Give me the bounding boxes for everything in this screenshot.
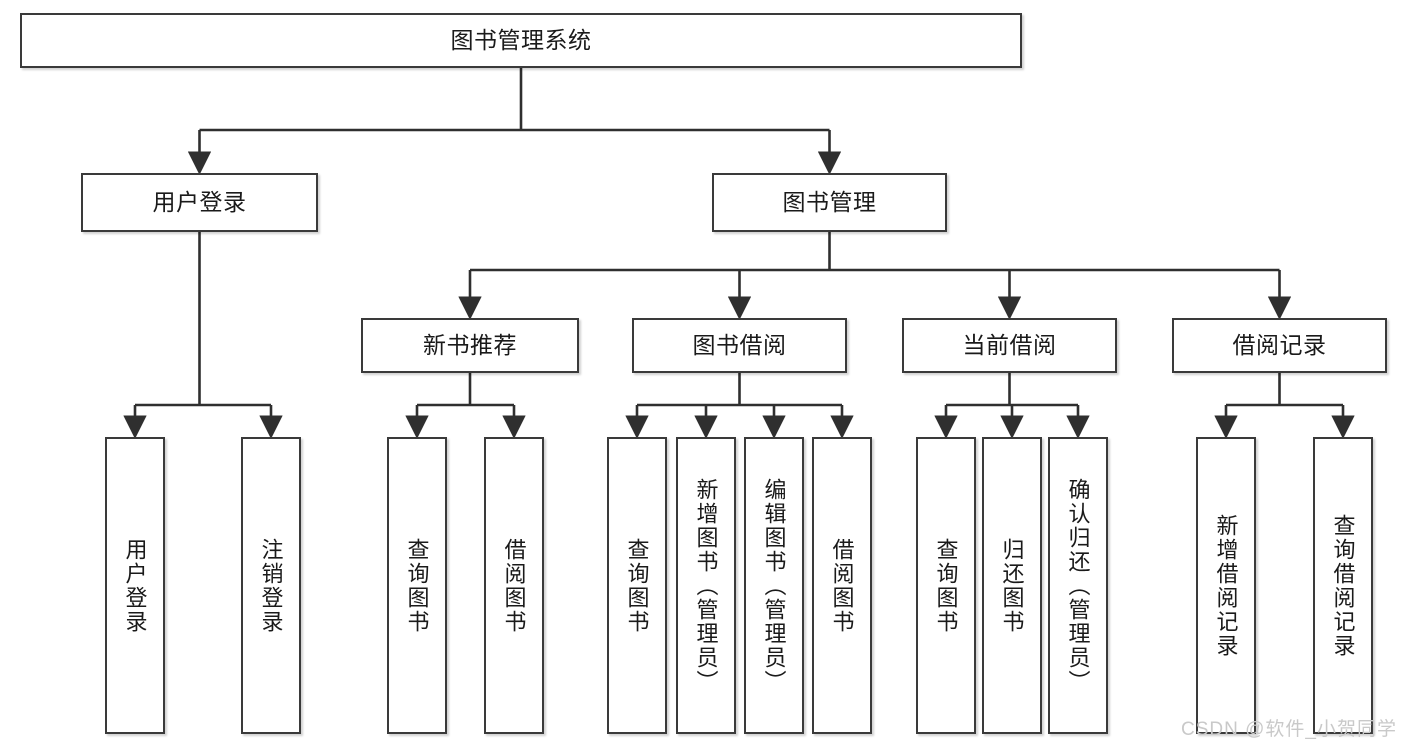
node-label: 借阅图书: [501, 537, 527, 634]
node-leaf-query-book-recommend[interactable]: 查询图书: [387, 437, 447, 734]
node-label: 编辑图书（管理员）: [761, 477, 787, 694]
node-new-book-recommend[interactable]: 新书推荐: [361, 318, 579, 373]
node-leaf-logout-login[interactable]: 注销登录: [241, 437, 301, 734]
node-label: 新增借阅记录: [1213, 513, 1239, 658]
node-leaf-add-book[interactable]: 新增图书（管理员）: [676, 437, 736, 734]
node-leaf-borrow-book-recommend[interactable]: 借阅图书: [484, 437, 544, 734]
node-book-borrow[interactable]: 图书借阅: [632, 318, 847, 373]
node-label: 查询图书: [624, 537, 650, 634]
node-leaf-query-book-borrow[interactable]: 查询图书: [607, 437, 667, 734]
node-label: 查询图书: [933, 537, 959, 634]
node-leaf-query-book-current[interactable]: 查询图书: [916, 437, 976, 734]
node-leaf-query-borrow-record[interactable]: 查询借阅记录: [1313, 437, 1373, 734]
node-label: 借阅记录: [1232, 332, 1327, 359]
node-label: 新书推荐: [423, 332, 517, 359]
node-book-management[interactable]: 图书管理: [712, 173, 947, 232]
node-label: 确认归还（管理员）: [1065, 477, 1091, 694]
node-label: 用户登录: [152, 189, 247, 216]
node-label: 图书借阅: [692, 332, 787, 359]
node-label: 用户登录: [122, 537, 148, 634]
node-leaf-add-borrow-record[interactable]: 新增借阅记录: [1196, 437, 1256, 734]
node-root[interactable]: 图书管理系统: [20, 13, 1022, 68]
node-label: 图书管理系统: [450, 27, 592, 54]
node-label: 查询借阅记录: [1330, 513, 1356, 658]
node-leaf-confirm-return[interactable]: 确认归还（管理员）: [1048, 437, 1108, 734]
node-user-login[interactable]: 用户登录: [81, 173, 318, 232]
node-current-borrow[interactable]: 当前借阅: [902, 318, 1117, 373]
node-borrow-record[interactable]: 借阅记录: [1172, 318, 1387, 373]
node-leaf-return-book[interactable]: 归还图书: [982, 437, 1042, 734]
node-leaf-edit-book[interactable]: 编辑图书（管理员）: [744, 437, 804, 734]
node-label: 借阅图书: [829, 537, 855, 634]
node-label: 新增图书（管理员）: [693, 477, 719, 694]
node-label: 查询图书: [404, 537, 430, 634]
node-label: 注销登录: [258, 537, 284, 634]
node-leaf-user-login[interactable]: 用户登录: [105, 437, 165, 734]
watermark-label: CSDN @软件_小贺同学: [1181, 719, 1397, 740]
node-label: 当前借阅: [962, 332, 1057, 359]
node-label: 图书管理: [782, 189, 877, 216]
node-leaf-borrow-book[interactable]: 借阅图书: [812, 437, 872, 734]
node-label: 归还图书: [999, 537, 1025, 634]
